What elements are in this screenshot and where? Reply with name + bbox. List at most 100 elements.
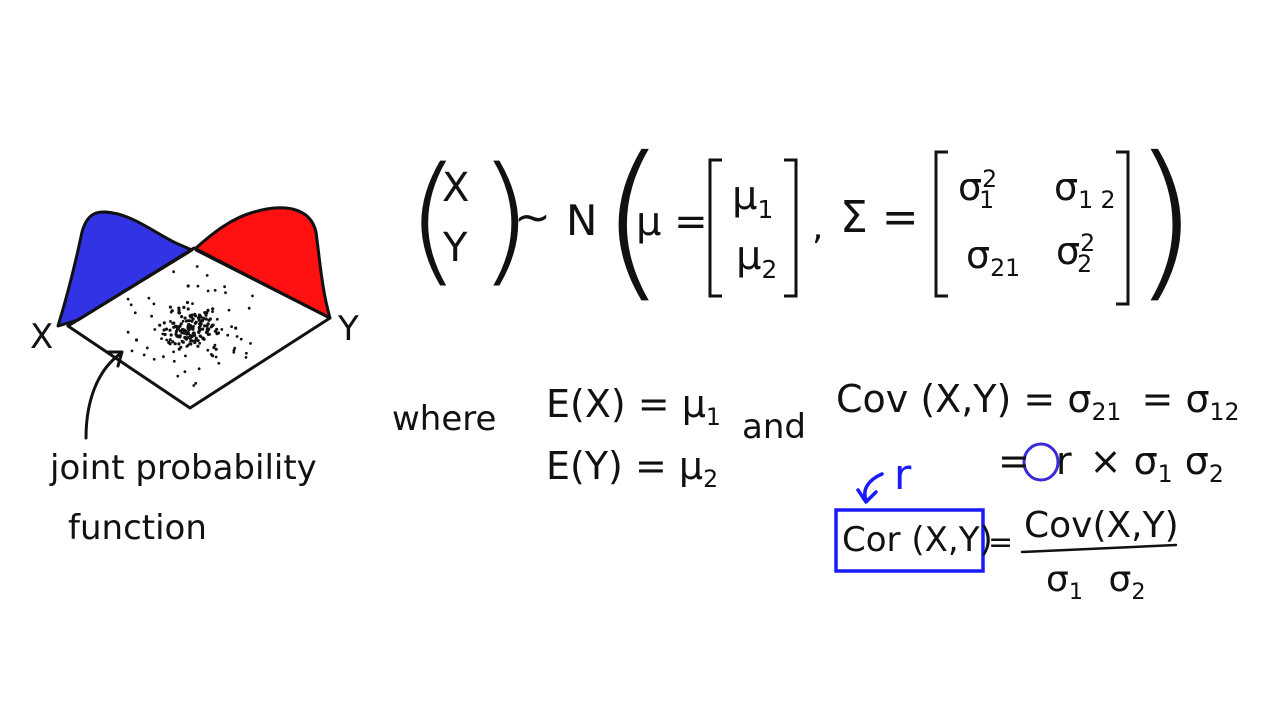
expectation-x: E(X) = μ1 <box>546 382 721 432</box>
scatter-point <box>172 321 176 325</box>
scatter-point <box>194 320 198 324</box>
y-marginal-density <box>194 206 332 320</box>
scatter-point <box>199 319 203 323</box>
scatter-point <box>234 326 238 330</box>
scatter-point <box>188 334 192 338</box>
scatter-point <box>206 322 210 326</box>
scatter-point <box>176 374 180 378</box>
scatter-point <box>126 297 130 301</box>
scatter-point <box>190 339 194 343</box>
scatter-point <box>202 337 206 341</box>
scatter-point <box>201 317 205 321</box>
scatter-point <box>181 340 185 344</box>
cov-s21: σ21 <box>966 233 1021 283</box>
scatter-point <box>145 346 149 350</box>
cov-s22: σ22 <box>1056 229 1096 279</box>
scatter-point <box>191 302 194 305</box>
scatter-point <box>204 317 208 321</box>
scatter-point <box>158 323 162 327</box>
scatter-point <box>203 311 207 315</box>
scatter-point <box>211 307 215 311</box>
scatter-point <box>247 306 251 310</box>
scatter-point <box>198 341 202 345</box>
scatter-point <box>209 353 213 356</box>
scatter-point <box>169 320 172 323</box>
normal-close-paren: ) <box>1132 121 1199 319</box>
scatter-point <box>213 343 217 347</box>
r-pointer-arrow <box>863 472 884 502</box>
scatter-point <box>226 333 230 337</box>
scatter-point <box>239 337 243 341</box>
scatter-point <box>147 296 151 300</box>
scatter-point <box>175 327 179 330</box>
scatter-point <box>168 328 172 332</box>
scatter-point <box>223 285 227 289</box>
scatter-point <box>183 330 187 334</box>
scatter-point <box>186 319 190 322</box>
scatter-point <box>168 305 172 309</box>
scatter-point <box>129 303 133 307</box>
scatter-point <box>187 322 191 327</box>
scatter-point <box>174 329 178 334</box>
scatter-point <box>186 326 190 330</box>
cov-s12: σ1 2 <box>1054 165 1116 215</box>
x-marginal-density <box>56 210 194 328</box>
scatter-point <box>197 313 202 317</box>
distribution-n: N <box>566 196 598 245</box>
cor-highlight-box <box>834 508 985 573</box>
scatter-point <box>224 291 227 295</box>
scatter-point <box>190 319 194 323</box>
scatter-point <box>211 310 214 313</box>
scatter-point <box>216 331 220 335</box>
scatter-point <box>235 335 239 338</box>
scatter-point <box>168 338 172 342</box>
scatter-points <box>126 265 254 387</box>
covariance-line-2: = r × σ1 σ2 <box>998 439 1224 489</box>
scatter-point <box>178 311 182 315</box>
mean-mu2: μ2 <box>736 233 778 284</box>
and-word: and <box>742 407 806 447</box>
scatter-point <box>193 312 197 316</box>
scatter-point <box>184 354 187 358</box>
sigma-equals: Σ = <box>840 192 919 243</box>
scatter-point <box>183 316 187 320</box>
scatter-point <box>163 332 167 337</box>
scatter-point <box>152 302 156 306</box>
r-pointer-arrowhead <box>856 488 878 504</box>
tilde-sign: ~ <box>514 192 551 243</box>
mu-equals: μ = <box>636 199 708 245</box>
scatter-point <box>196 344 200 348</box>
scatter-point <box>198 327 202 331</box>
scatter-point <box>195 265 199 268</box>
scatter-point <box>191 332 195 335</box>
scatter-point <box>232 348 236 352</box>
scatter-point <box>177 306 181 310</box>
scatter-point <box>160 337 163 340</box>
scatter-point <box>162 355 165 359</box>
correlation-boxed: Cor (X,Y) <box>842 520 993 560</box>
scatter-point <box>126 330 130 334</box>
scatter-point <box>206 348 210 352</box>
caption-arrow <box>84 352 122 440</box>
scatter-point <box>172 359 176 363</box>
scatter-point <box>130 349 134 353</box>
scatter-point <box>189 315 193 319</box>
scatter-point <box>177 347 181 351</box>
scatter-point <box>153 328 157 331</box>
scatter-point <box>165 338 169 342</box>
scatter-point <box>185 345 189 348</box>
vector-x: X <box>442 165 470 211</box>
scatter-point <box>194 336 198 340</box>
scatter-point <box>173 342 177 346</box>
scatter-point <box>214 347 218 351</box>
fraction-bar <box>1020 543 1178 554</box>
scatter-point <box>206 308 210 312</box>
scatter-point <box>185 300 190 305</box>
caption-arrowhead <box>106 350 124 368</box>
scatter-point <box>171 340 175 344</box>
scatter-point <box>162 321 166 325</box>
scatter-point <box>172 270 176 274</box>
covariance-line-1: Cov (X,Y) = σ21 = σ12 <box>836 377 1240 427</box>
scatter-point <box>180 315 184 319</box>
